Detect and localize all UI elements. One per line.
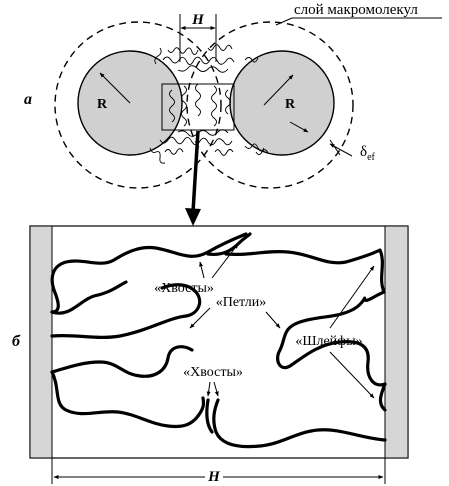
h-bottom-label: H xyxy=(207,469,221,485)
trains-arrow-up xyxy=(329,265,375,329)
right-layer-boundary xyxy=(186,21,354,189)
tails-bottom-label: «Хвосты» xyxy=(183,365,243,380)
delta-arrow-inner xyxy=(289,121,309,133)
adsorbed-chains xyxy=(50,232,387,449)
tails-top-arrow-2 xyxy=(211,243,239,279)
left-radius-arrow xyxy=(99,72,131,104)
panel-a-label: а xyxy=(24,91,32,108)
delta-tick xyxy=(329,139,341,156)
tails-top-label: «Хвосты» xyxy=(154,281,214,296)
trains-label: «Шлейфы» xyxy=(295,334,362,349)
panel-b: «Хвосты» «Петли» «Шлейфы» «Хвосты» H б xyxy=(12,225,409,485)
right-particle xyxy=(229,50,335,156)
h-top-label: H xyxy=(191,12,205,28)
right-radius-label: R xyxy=(285,97,296,112)
loops-arrow-left xyxy=(189,307,211,329)
contact-zone-box xyxy=(161,83,235,131)
zoom-arrow-head xyxy=(185,208,201,226)
panel-b-label: б xyxy=(12,333,21,350)
left-radius-label: R xyxy=(97,97,108,112)
tails-top-arrow-1 xyxy=(199,261,205,279)
left-plate xyxy=(29,225,53,459)
delta-label: δef xyxy=(360,144,376,163)
zoom-arrow-shaft xyxy=(191,130,200,213)
trains-arrow-down xyxy=(329,351,375,399)
panel-a: H слой макромолекул R R δef а xyxy=(24,2,442,189)
loops-arrow-right xyxy=(265,311,281,329)
right-plate xyxy=(384,225,409,459)
polymer-chains xyxy=(149,44,269,164)
macromolecule-layer-label: слой макромолекул xyxy=(294,2,418,18)
loops-label: «Петли» xyxy=(216,295,267,310)
right-radius-arrow xyxy=(263,74,294,106)
h-bottom-label-bg xyxy=(205,466,223,482)
tails-bottom-arrow-1 xyxy=(206,381,211,397)
tails-bottom-arrow-2 xyxy=(213,381,219,397)
macromolecule-layer-leader xyxy=(275,17,293,26)
left-layer-boundary xyxy=(54,21,222,189)
